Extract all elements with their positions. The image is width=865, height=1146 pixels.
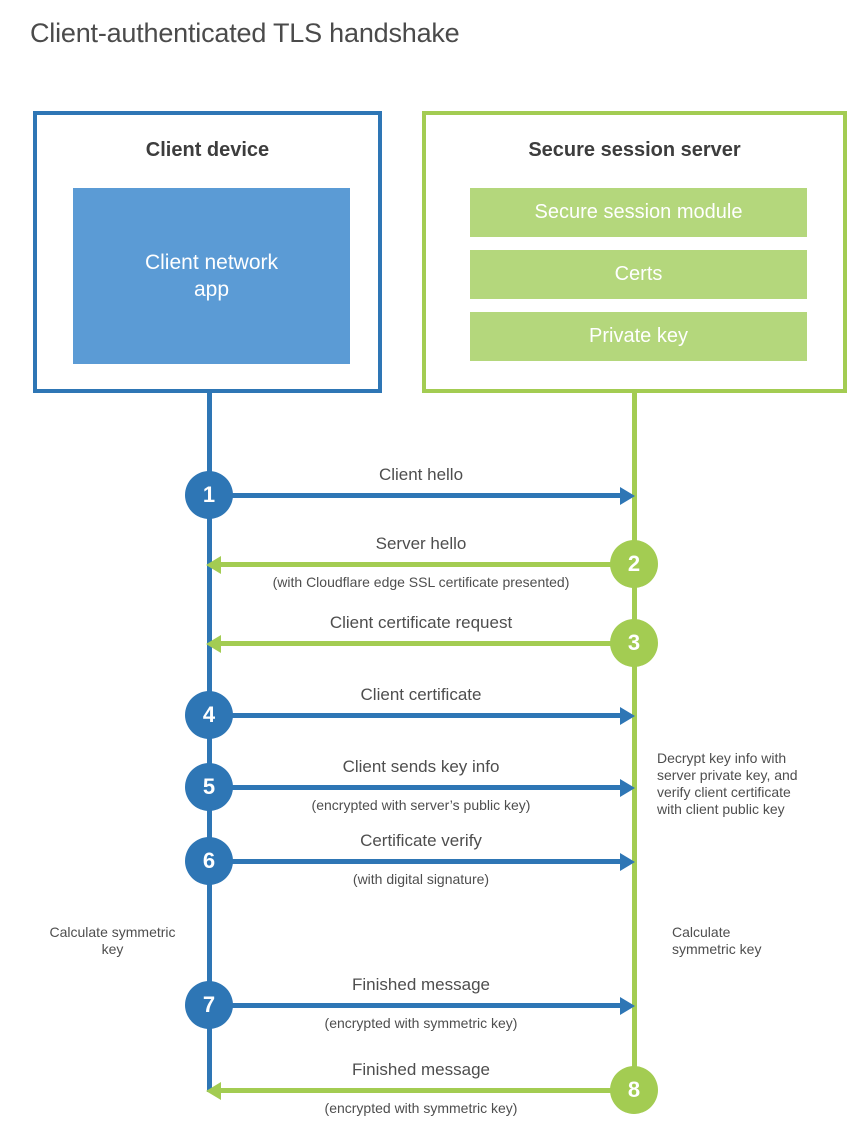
server-lifeline xyxy=(632,391,637,1092)
client-network-app-block: Client network app xyxy=(73,188,350,364)
client-network-app-label: Client network app xyxy=(144,250,279,301)
secure-session-server-box: Secure session server Secure session mod… xyxy=(422,111,847,393)
step-3-arrowhead-icon xyxy=(206,635,221,653)
step-6-number-badge: 6 xyxy=(185,837,233,885)
page-title: Client-authenticated TLS handshake xyxy=(30,18,460,48)
step-1-arrow xyxy=(230,493,622,498)
step-8-arrow xyxy=(221,1088,633,1093)
step-7-arrowhead-icon xyxy=(620,997,635,1015)
step-7-arrow xyxy=(230,1003,622,1008)
step-2-label: Server hello xyxy=(375,534,467,553)
step-5-arrow xyxy=(230,785,622,790)
step-7-sublabel: (encrypted with symmetric key) xyxy=(324,1015,518,1031)
step-1-arrowhead-icon xyxy=(620,487,635,505)
step-5-sublabel: (encrypted with server’s public key) xyxy=(311,797,531,813)
step-2-arrow xyxy=(221,562,633,567)
client-lifeline xyxy=(207,391,212,1092)
step-2-arrowhead-icon xyxy=(206,556,221,574)
step-8-number-badge: 8 xyxy=(610,1066,658,1114)
step-6-label: Certificate verify xyxy=(360,831,482,850)
step-5-arrowhead-icon xyxy=(620,779,635,797)
step-6-arrowhead-icon xyxy=(620,853,635,871)
step-4-label: Client certificate xyxy=(360,685,482,704)
step-2-sublabel: (with Cloudflare edge SSL certificate pr… xyxy=(272,574,570,590)
server-modules: Secure session module Certs Private key xyxy=(470,188,807,374)
client-device-box: Client device Client network app xyxy=(33,111,382,393)
step-8-arrowhead-icon xyxy=(206,1082,221,1100)
step-5-label: Client sends key info xyxy=(342,757,500,776)
module-secure-session: Secure session module xyxy=(470,188,807,237)
step-8-sublabel: (encrypted with symmetric key) xyxy=(324,1100,518,1116)
step-5-number-badge: 5 xyxy=(185,763,233,811)
module-private-key: Private key xyxy=(470,312,807,361)
calculate-symmetric-key-note-client: Calculate symmetric key xyxy=(49,924,176,957)
step-1-label: Client hello xyxy=(378,465,464,484)
decrypt-note: Decrypt key info with server private key… xyxy=(657,750,798,817)
step-3-arrow xyxy=(221,641,633,646)
step-7-number-badge: 7 xyxy=(185,981,233,1029)
step-8-label: Finished message xyxy=(352,1060,490,1079)
step-6-sublabel: (with digital signature) xyxy=(352,871,490,887)
step-4-arrow xyxy=(230,713,622,718)
step-4-arrowhead-icon xyxy=(620,707,635,725)
calculate-symmetric-key-note-server: Calculate symmetric key xyxy=(672,924,762,957)
step-3-number-badge: 3 xyxy=(610,619,658,667)
step-4-number-badge: 4 xyxy=(185,691,233,739)
step-7-label: Finished message xyxy=(352,975,490,994)
secure-session-server-title: Secure session server xyxy=(528,139,741,161)
step-6-arrow xyxy=(230,859,622,864)
step-1-number-badge: 1 xyxy=(185,471,233,519)
step-2-number-badge: 2 xyxy=(610,540,658,588)
client-device-title: Client device xyxy=(145,139,270,161)
step-3-label: Client certificate request xyxy=(329,613,513,632)
module-certs: Certs xyxy=(470,250,807,299)
